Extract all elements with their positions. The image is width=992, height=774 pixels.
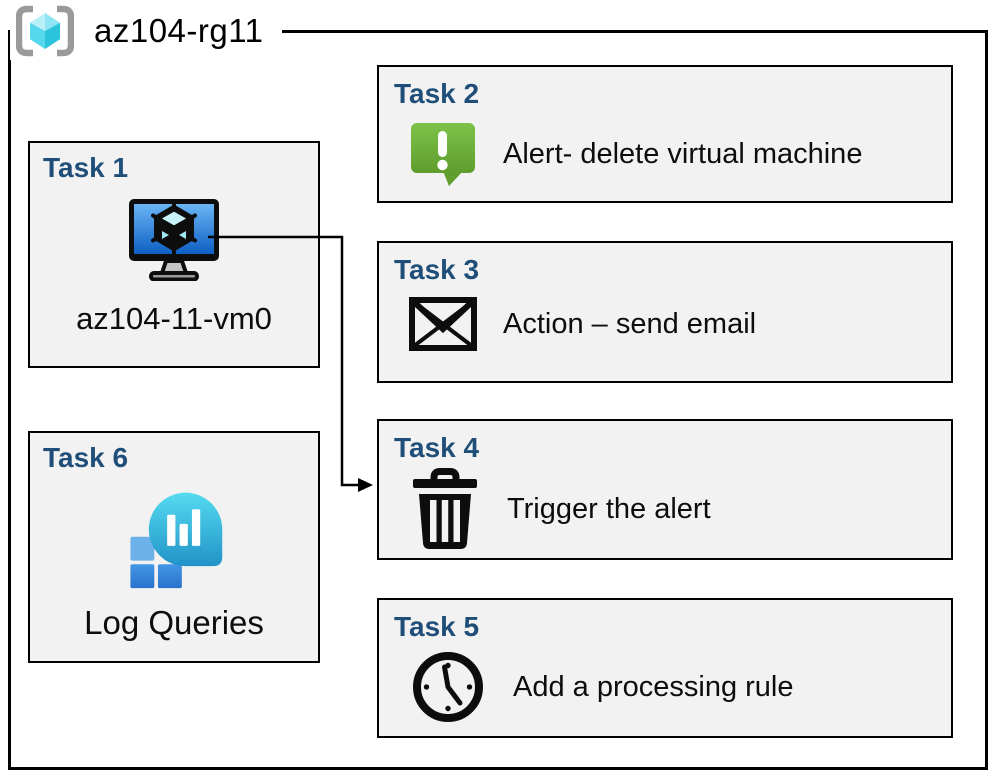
task-1-title: Task 1 [43,152,129,183]
virtual-machine-icon [127,197,221,281]
task-3-title: Task 3 [394,254,480,285]
task-6-label: Log Queries [84,604,264,641]
task-5-box: Task 5 Add a processing rule [377,598,953,738]
clock-icon [409,648,487,726]
task-3-box: Task 3 Action – send email [377,241,953,383]
trash-icon [409,467,481,551]
task-5-label: Add a processing rule [513,670,794,703]
task-1-label: az104-11-vm0 [76,301,272,336]
diagram-header: az104-rg11 [10,2,282,60]
task-4-box: Task 4 Trigger the alert [377,419,953,560]
task-1-box: Task 1 [28,141,320,368]
task-4-title: Task 4 [394,432,480,463]
alert-message-icon [409,121,477,187]
email-envelope-icon [409,297,477,351]
task-2-label: Alert- delete virtual machine [503,137,863,170]
resource-group-container: Task 1 [8,30,988,770]
task-6-box: Task 6 [28,431,320,663]
task-5-title: Task 5 [394,611,480,642]
task-3-label: Action – send email [503,307,757,340]
log-analytics-icon [123,489,226,590]
resource-group-name: az104-rg11 [94,12,264,49]
resource-group-icon [16,5,74,57]
task-2-box: Task 2 Alert- delete virtual machine [377,65,953,203]
task-4-label: Trigger the alert [507,492,711,525]
task-6-title: Task 6 [43,442,129,473]
task-2-title: Task 2 [394,78,480,109]
